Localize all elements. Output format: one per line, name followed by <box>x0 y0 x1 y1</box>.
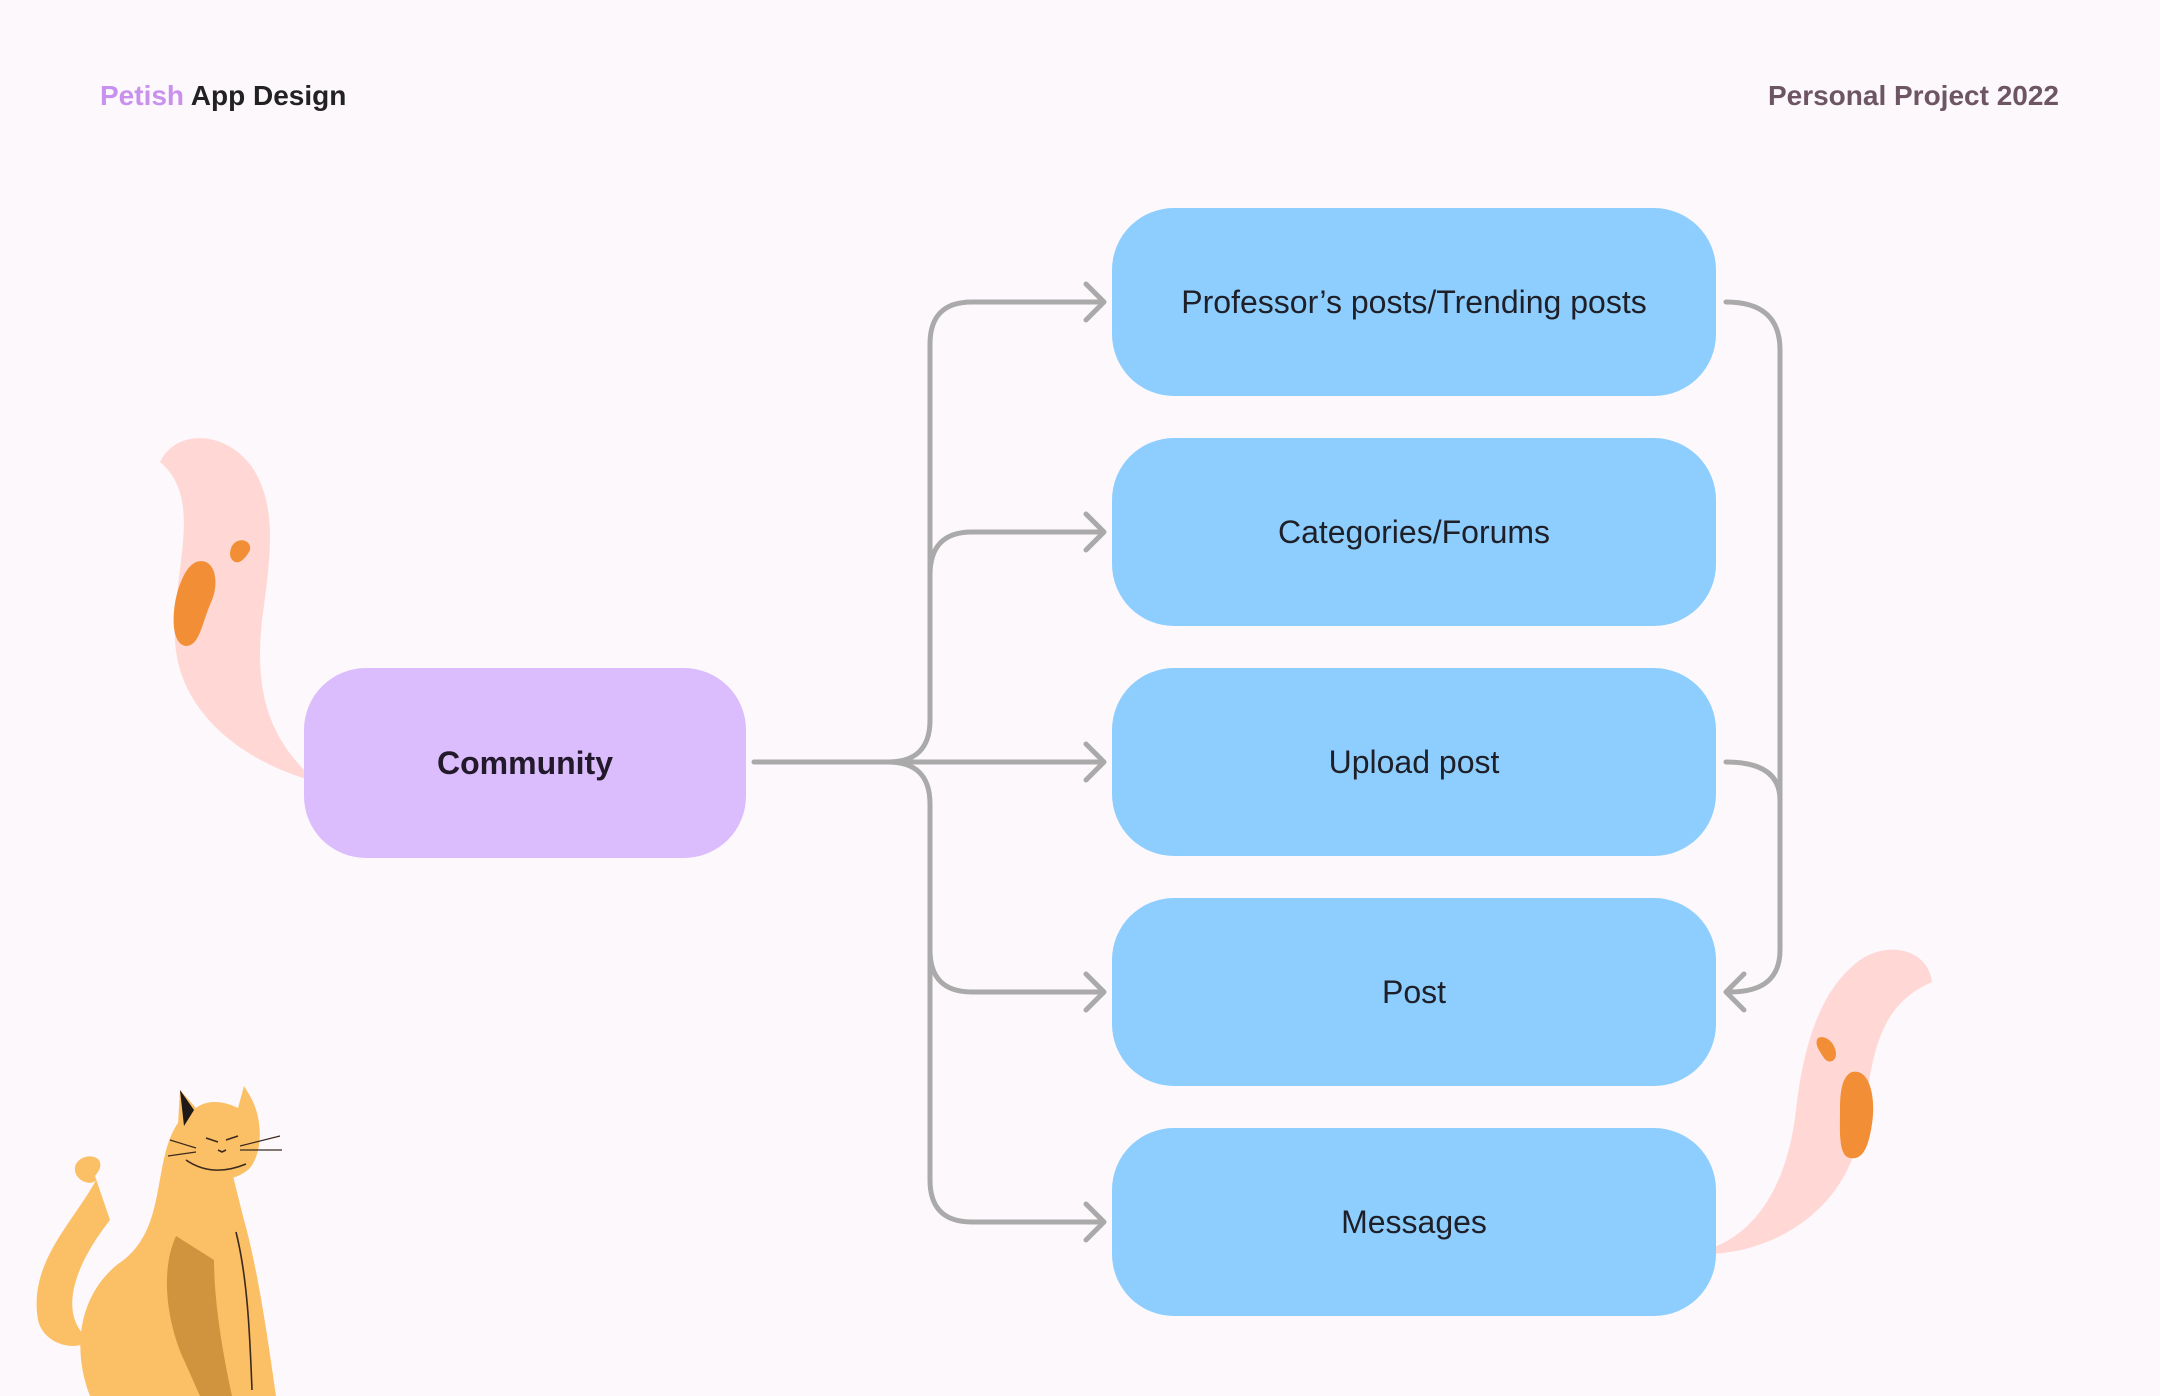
brand-name: Petish <box>100 80 185 111</box>
community-node[interactable]: Community <box>304 668 746 858</box>
connector-to-categories <box>927 529 1103 578</box>
categories-forums-node[interactable]: Categories/Forums <box>1112 438 1716 626</box>
post-node[interactable]: Post <box>1112 898 1716 1086</box>
connector-upload-to-post <box>1723 759 1783 803</box>
messages-node[interactable]: Messages <box>1112 1128 1716 1316</box>
upload-post-node[interactable]: Upload post <box>1112 668 1716 856</box>
arrowhead-trending <box>1083 281 1107 323</box>
connector-to-post <box>885 759 1103 1225</box>
trending-posts-node[interactable]: Professor’s posts/Trending posts <box>1112 208 1716 396</box>
arrowhead-post-right <box>1723 971 1747 1013</box>
page-title: Petish App Design <box>100 80 346 112</box>
arrowhead-upload <box>1083 741 1107 783</box>
title-text: App Design <box>190 80 347 111</box>
project-label: Personal Project 2022 <box>1767 80 2059 111</box>
arrowhead-categories <box>1083 511 1107 553</box>
connector-lines <box>751 281 1783 1243</box>
cat-tail-left-icon <box>160 438 310 780</box>
arrowhead-post <box>1083 971 1107 1013</box>
cat-tail-right-icon <box>1712 949 1932 1254</box>
arrowhead-messages <box>1083 1201 1107 1243</box>
connector-trending-to-post <box>1723 299 1783 995</box>
cat-illustration-icon <box>36 1086 282 1396</box>
connector-to-trending <box>885 299 1103 765</box>
connector-to-messages <box>927 947 1103 995</box>
